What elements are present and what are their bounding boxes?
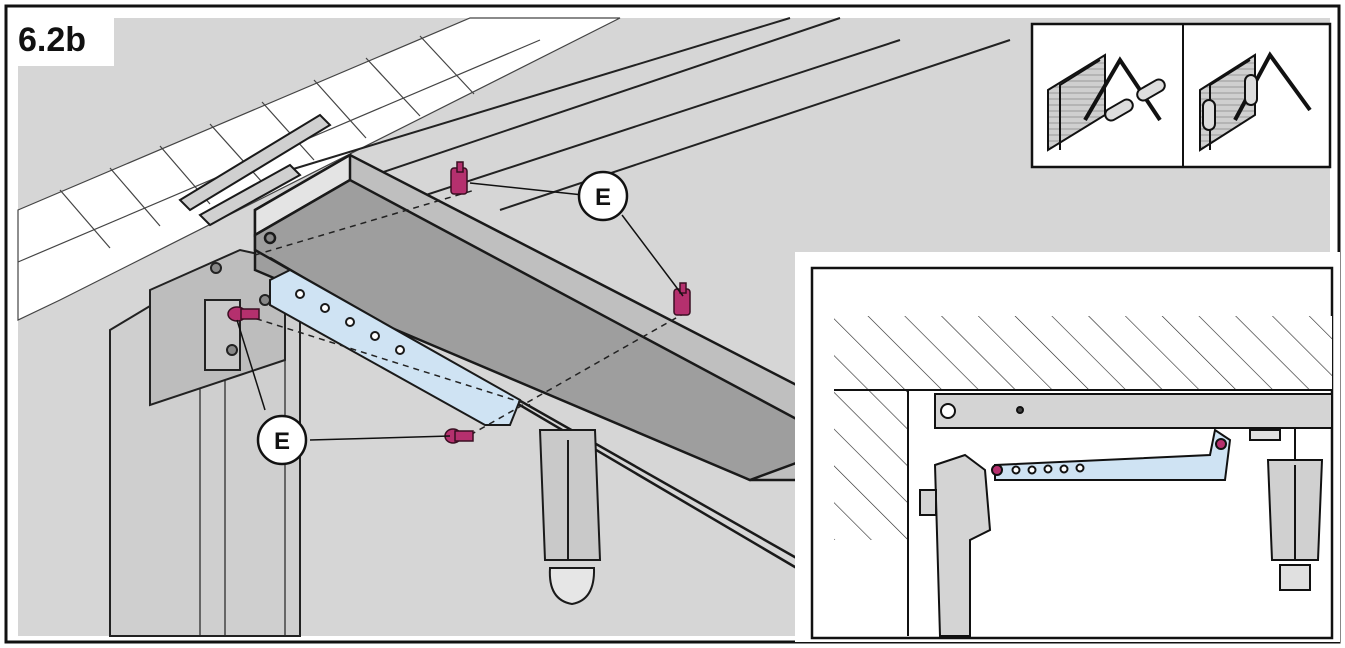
step-label: 6.2b (10, 14, 114, 66)
callout-bottom: E (256, 414, 308, 466)
cross-section-inset (795, 252, 1340, 642)
screw-bracket (227, 306, 260, 322)
fastener-clips (227, 161, 691, 444)
callout-leaders (236, 182, 684, 441)
closer-arm (269, 268, 522, 426)
counterweight (538, 429, 602, 606)
inset-closer-body (934, 393, 1333, 429)
callout-top: E (577, 170, 629, 222)
glazed-pane-with-loose-rods-icon (1047, 53, 1166, 152)
inset-counterweight (1249, 428, 1324, 591)
tiled-wall-strip (17, 17, 621, 321)
icon-box (1030, 22, 1332, 169)
door-closer-body (253, 152, 849, 572)
inset-arm (991, 428, 1232, 481)
callout-bottom-label: E (274, 428, 290, 455)
placement-lines (234, 189, 691, 436)
clip-top-right (673, 282, 691, 316)
clip-top-left (450, 161, 468, 195)
wall-hatch (834, 316, 1332, 636)
inset-door-frame (919, 453, 992, 637)
callout-top-label: E (595, 184, 611, 211)
screw-arm (444, 428, 474, 444)
slide-rail (178, 113, 332, 227)
glazed-pane-with-fitted-rods-icon (1199, 51, 1312, 152)
